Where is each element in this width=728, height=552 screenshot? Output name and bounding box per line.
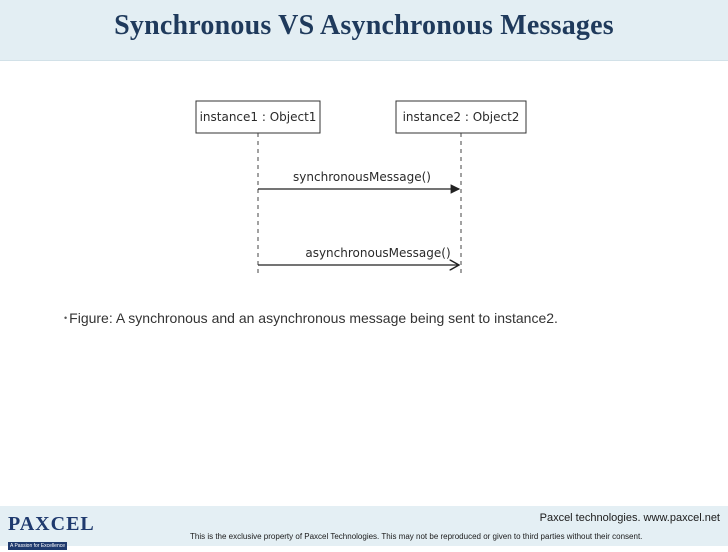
sequence-diagram: instance1 : Object1 instance2 : Object2 …: [180, 85, 550, 275]
paxcel-logo: PAXCEL A Passion for Excellence: [8, 513, 100, 550]
lifeline-box-instance1: [195, 100, 321, 134]
logo-wordmark: PAXCEL: [8, 513, 95, 535]
caption-text: Figure: A synchronous and an asynchronou…: [69, 310, 558, 326]
slide-title: Synchronous VS Asynchronous Messages: [114, 10, 614, 41]
logo-tagline: A Passion for Excellence: [8, 542, 68, 550]
lifeline-label-instance1: instance1 : Object1: [200, 110, 317, 124]
footer-bar: PAXCEL A Passion for Excellence Paxcel t…: [0, 506, 728, 550]
lifeline-box-instance2: [395, 100, 527, 134]
title-band: Synchronous VS Asynchronous Messages: [0, 0, 728, 61]
footer-site: Paxcel technologies. www.paxcel.net: [539, 512, 720, 524]
figure-caption: •Figure: A synchronous and an asynchrono…: [64, 310, 558, 326]
message-label-asynchronous: asynchronousMessage(): [305, 246, 450, 260]
sequence-diagram-canvas: instance1 : Object1 instance2 : Object2 …: [195, 100, 527, 273]
lifeline-label-instance2: instance2 : Object2: [403, 110, 520, 124]
caption-bullet: •: [64, 313, 68, 323]
message-label-synchronous: synchronousMessage(): [293, 170, 431, 184]
footer-notice: This is the exclusive property of Paxcel…: [190, 532, 643, 541]
